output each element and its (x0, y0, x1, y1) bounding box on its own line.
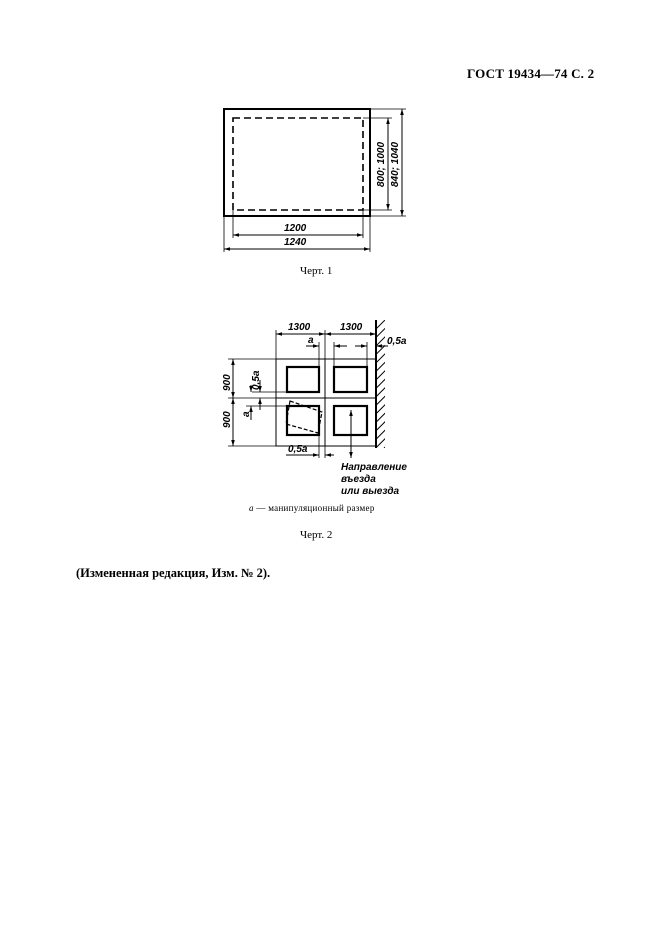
figure-2: 1300 1300 a 0,5a 900 900 0,5a a (222, 320, 407, 497)
pallet-top-right (332, 365, 369, 394)
legend-text: — манипуляционный размер (253, 503, 375, 513)
dim-label-1200: 1200 (284, 223, 307, 234)
figure-2-legend: a — манипуляционный размер (249, 503, 375, 513)
wall-hatching (376, 320, 385, 448)
dim-label-a-left: a (241, 411, 252, 417)
figure-2-caption: Черт. 2 (300, 529, 333, 541)
dim-label-840-1040: 840; 1040 (390, 142, 401, 187)
dim-label-half-a-right: 0,5a (387, 336, 407, 347)
dim-label-half-a-bottom: 0,5a (288, 444, 308, 455)
dim-label-1240: 1240 (284, 237, 307, 248)
dim-label-a-top: a (308, 335, 314, 346)
dim-label-900-bottom: 900 (222, 411, 233, 428)
pallet-outer-outline (223, 108, 371, 217)
direction-label-line-2: въезда (341, 474, 376, 485)
dim-label-800-1000: 800; 1000 (376, 142, 387, 187)
pallet-rotated-dashed (285, 400, 323, 434)
dim-label-900-top: 900 (222, 374, 233, 391)
pallet-inner-dashed-outline (232, 117, 364, 211)
revision-note: (Измененная редакция, Изм. № 2). (76, 566, 271, 580)
legend-symbol: a (249, 503, 254, 513)
pallet-bottom-left (285, 404, 321, 437)
dim-label-half-a-left: 0,5a (251, 370, 262, 390)
direction-label-line-1: Направление (341, 462, 407, 473)
figure-1: 1200 1240 800; 1000 840; 1040 (223, 108, 406, 252)
dim-label-1300-right: 1300 (340, 322, 363, 333)
figure-1-caption: Черт. 1 (300, 265, 333, 277)
page-header: ГОСТ 19434—74 С. 2 (467, 66, 595, 81)
pallet-top-left (285, 365, 321, 394)
dim-label-1300-left: 1300 (288, 322, 311, 333)
direction-label-line-3: или выезда (341, 486, 400, 497)
